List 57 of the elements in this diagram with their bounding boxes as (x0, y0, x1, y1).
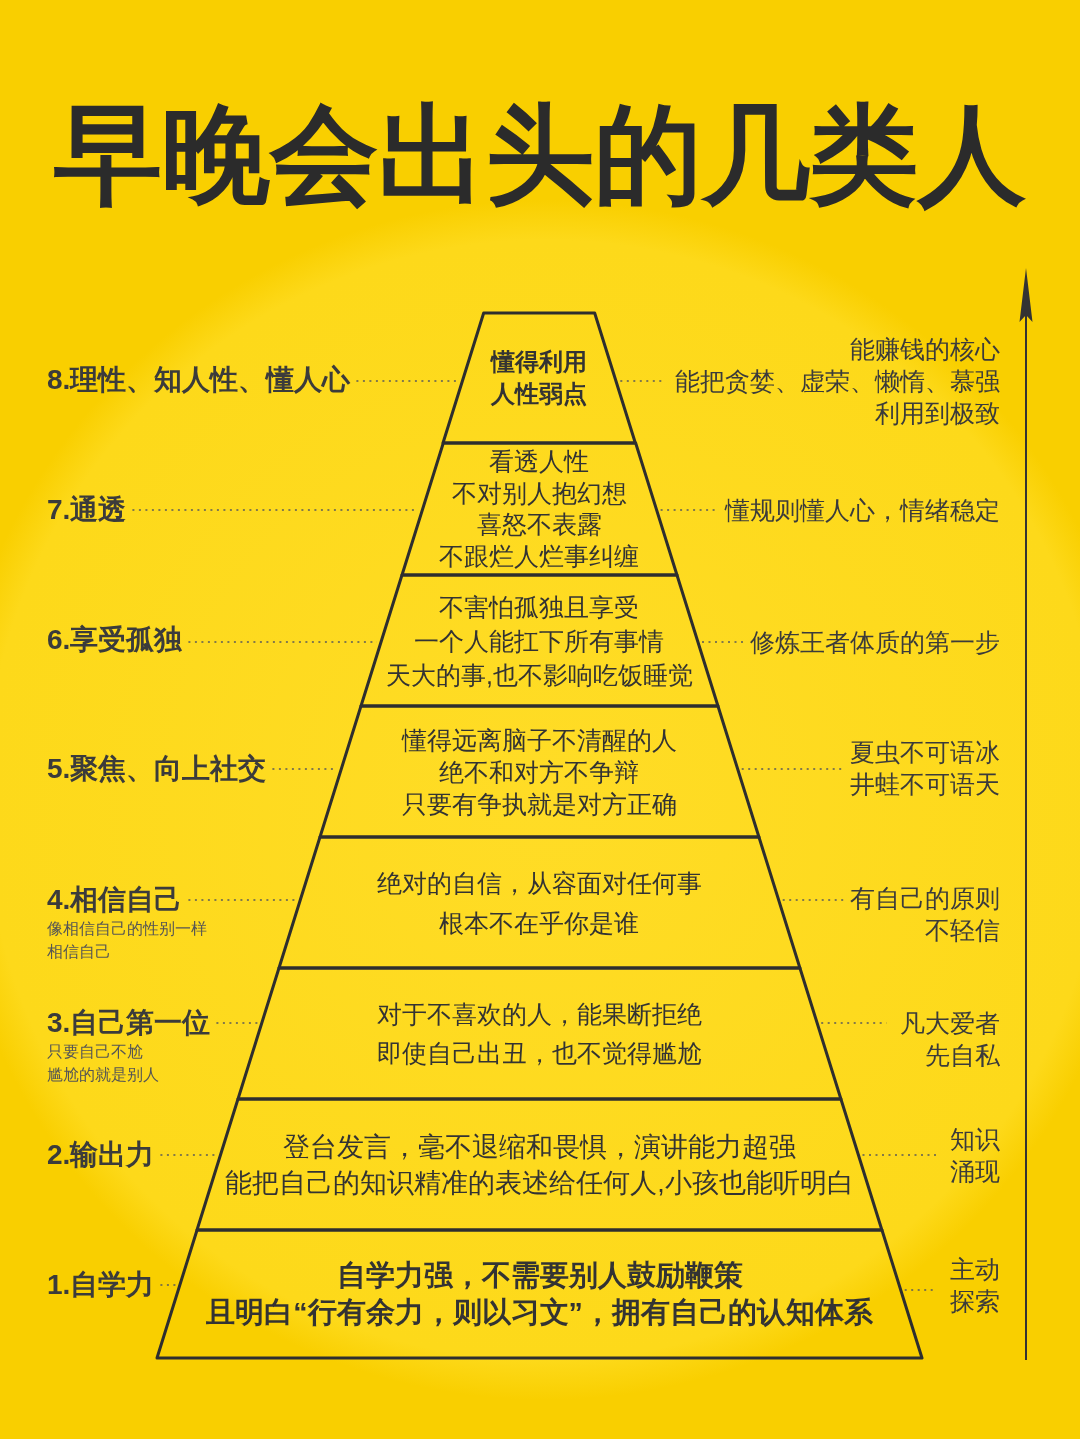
tier-text: 即使自己出丑，也不觉得尴尬 (377, 1037, 702, 1069)
leader-line (215, 1022, 259, 1024)
note-text: 夏虫不可语冰 (850, 737, 1000, 768)
note-text: 知识涌现 (942, 1123, 1000, 1187)
note-text: 能把贪婪、虚荣、懒惰、慕强利用到极致 (674, 366, 1000, 429)
tier-text: 不害怕孤独且享受 (439, 591, 640, 623)
pyramid-tier (400, 441, 679, 577)
title: 早晚会出头的几类人 (54, 93, 1026, 217)
tier-text: 看透人性 (489, 446, 590, 477)
level-label: 5.聚焦、向上社交 (47, 752, 267, 786)
leader-line (781, 899, 845, 901)
note-text: 有自己的原则 (850, 883, 1000, 914)
tier-text: 天大的事,也不影响吃饭睡觉 (386, 659, 693, 691)
tier-text: 懂得远离脑子不清醒的人 (402, 724, 677, 756)
tier-text: 登台发言，毫不退缩和畏惧，演讲能力超强 (283, 1130, 796, 1164)
leader-line (701, 641, 745, 643)
tier-text: 自学力强，不需要别人鼓励鞭策 (336, 1258, 743, 1293)
pyramid-tier (441, 311, 638, 445)
note-text: 主动探索 (942, 1253, 1000, 1317)
tier-text: 且明白“行有余力，则以习文”，拥有自己的认知体系 (206, 1295, 873, 1330)
level-label: 2.输出力 (47, 1138, 155, 1172)
leader-line (820, 1022, 888, 1024)
note-text: 修炼王者体质的第一步 (750, 626, 1000, 658)
pyramid-tier (195, 1097, 884, 1232)
label-note: 像相信自己的性别一样相信自己 (47, 919, 208, 962)
pyramid-tier (155, 1228, 924, 1360)
level-label: 8.理性、知人性、懂人心 (47, 363, 351, 397)
tier-text: 能把自己的知识精准的表述给任何人,小孩也能听明白 (225, 1166, 854, 1200)
level-label: 3.自己第一位 (47, 1006, 211, 1040)
tier-text: 对于不喜欢的人，能果断拒绝 (377, 998, 702, 1030)
tier-text: 只要有争执就是对方正确 (402, 788, 677, 820)
leader-line (619, 380, 663, 382)
pyramid-tier (236, 966, 843, 1101)
label-note: 尴尬的就是别人 (47, 1065, 159, 1085)
pyramid-tier (277, 835, 802, 970)
pyramid-tier (359, 573, 720, 708)
tier-text: 绝不和对方不争辩 (439, 756, 640, 788)
tier-text: 不跟烂人烂事纠缠 (439, 540, 640, 572)
tier-text: 不对别人抱幻想 (452, 477, 627, 509)
tier-text: 一个人能扛下所有事情 (414, 625, 665, 657)
level-label: 7.通透 (47, 493, 127, 527)
note-text: 凡大爱者先自私 (892, 1007, 1000, 1071)
note-text: 能赚钱的核心 (850, 334, 1000, 365)
label-note: 只要自己不尬 (47, 1042, 143, 1062)
leader-line (159, 1284, 177, 1286)
tier-text: 懂得利用人性弱点 (489, 347, 589, 409)
tier-text: 绝对的自信，从容面对任何事 (377, 867, 702, 899)
level-label: 6.享受孤独 (47, 623, 183, 657)
tier-text: 喜怒不表露 (477, 509, 602, 540)
level-label: 1.自学力 (47, 1268, 155, 1302)
note-text: 不轻信 (925, 915, 1000, 946)
tier-text: 根本不在乎你是谁 (439, 907, 640, 939)
leader-line (861, 1154, 938, 1156)
note-text: 井蛙不可语天 (850, 769, 1000, 800)
pyramid-tier (318, 704, 761, 839)
level-label: 4.相信自己 (47, 883, 183, 917)
note-text: 懂规则懂人心，情绪稳定 (725, 494, 1000, 526)
